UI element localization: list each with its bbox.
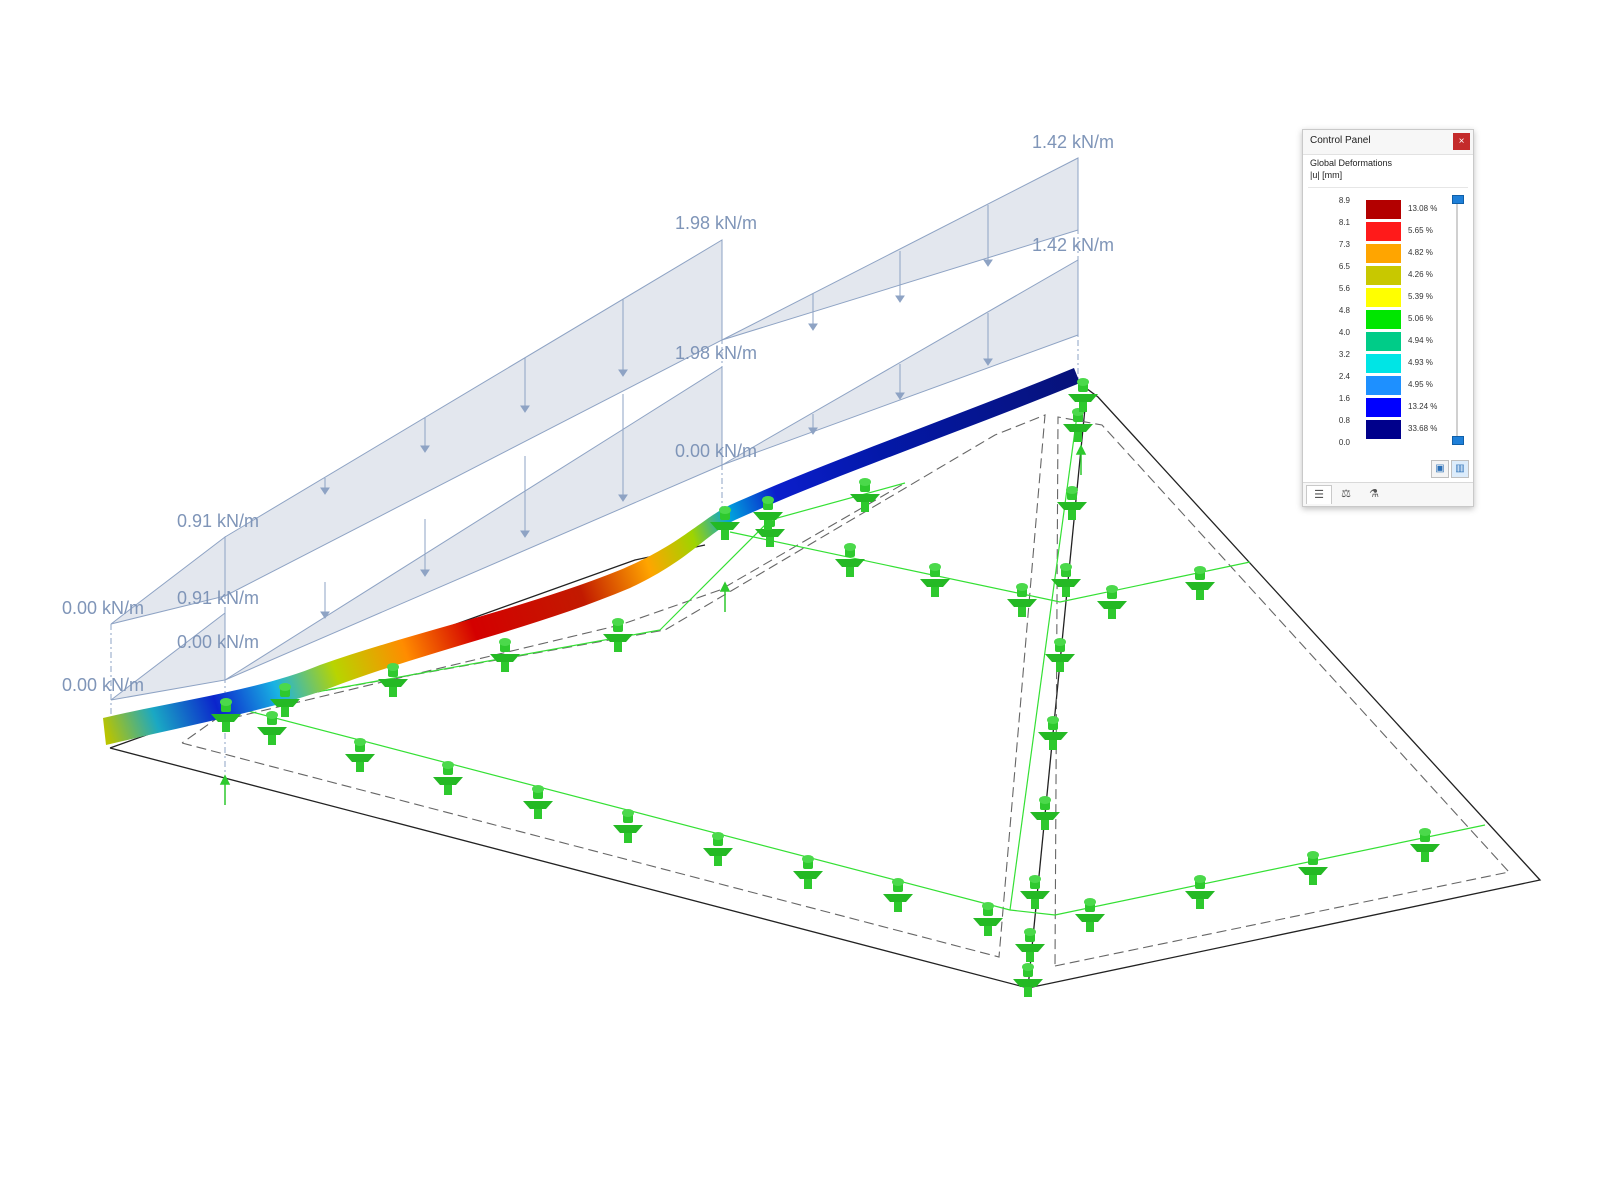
legend-swatch — [1366, 420, 1401, 439]
legend-swatch — [1366, 244, 1401, 263]
load-label: 0.00 kN/m — [675, 441, 757, 461]
legend-tick: 4.0 — [1338, 328, 1350, 337]
control-panel-tabs: ☰ ⚖ ⚗ — [1303, 482, 1473, 506]
load-label: 0.00 kN/m — [177, 632, 259, 652]
close-button[interactable]: × — [1453, 133, 1470, 150]
load-diagrams — [110, 157, 1079, 780]
color-scale-icon[interactable]: ▥ — [1451, 460, 1469, 478]
legend-tab-icon[interactable]: ☰ — [1306, 485, 1332, 504]
legend-slider-max-handle[interactable] — [1452, 195, 1464, 204]
control-panel-titlebar[interactable]: Control Panel × — [1303, 130, 1473, 155]
legend-tick: 0.0 — [1338, 438, 1350, 447]
legend-tick: 5.6 — [1338, 284, 1350, 293]
deformed-beam[interactable] — [103, 368, 1080, 745]
load-label: 1.42 kN/m — [1032, 235, 1114, 255]
legend-percent: 4.95 % — [1408, 380, 1433, 389]
control-panel-title: Control Panel — [1310, 135, 1371, 146]
load-label: 0.00 kN/m — [62, 675, 144, 695]
legend-swatch — [1366, 332, 1401, 351]
legend-percent: 33.68 % — [1408, 424, 1438, 433]
result-type-heading: Global Deformations — [1310, 158, 1393, 168]
legend-tick: 0.8 — [1338, 416, 1350, 425]
legend-percent: 13.24 % — [1408, 402, 1438, 411]
legend-tick: 4.8 — [1338, 306, 1350, 315]
balance-tab-icon[interactable]: ⚖ — [1341, 488, 1351, 500]
load-label: 0.91 kN/m — [177, 588, 259, 608]
legend-tick: 8.9 — [1338, 196, 1350, 205]
legend-swatch — [1366, 288, 1401, 307]
legend-swatch — [1366, 222, 1401, 241]
legend-tick: 7.3 — [1338, 240, 1350, 249]
legend-slider-track[interactable] — [1456, 198, 1458, 438]
legend-swatch — [1366, 398, 1401, 417]
legend-tick: 6.5 — [1338, 262, 1350, 271]
legend-percent: 4.94 % — [1408, 336, 1433, 345]
load-label: 0.00 kN/m — [62, 598, 144, 618]
filter-tab-icon[interactable]: ⚗ — [1369, 488, 1379, 500]
load-labels: 1.42 kN/m 1.42 kN/m 1.98 kN/m 1.98 kN/m … — [62, 132, 1114, 695]
dashed-outline — [181, 414, 1511, 967]
legend-swatch — [1366, 310, 1401, 329]
legend-tick: 3.2 — [1338, 350, 1350, 359]
support-arrows — [219, 444, 1087, 805]
legend-swatch — [1366, 354, 1401, 373]
legend-swatch — [1366, 376, 1401, 395]
legend-swatch — [1366, 200, 1401, 219]
legend-percent: 4.93 % — [1408, 358, 1433, 367]
load-label: 0.91 kN/m — [177, 511, 259, 531]
legend-percent: 5.65 % — [1408, 226, 1433, 235]
legend-tick: 1.6 — [1338, 394, 1350, 403]
legend-percent: 5.39 % — [1408, 292, 1433, 301]
control-panel-buttons: ▣ ▥ — [1303, 460, 1473, 478]
control-panel[interactable]: Control Panel × Global Deformations |u| … — [1302, 129, 1474, 507]
load-label: 1.98 kN/m — [675, 213, 757, 233]
export-icon[interactable]: ▣ — [1431, 460, 1449, 478]
result-units: |u| [mm] — [1310, 170, 1343, 180]
load-label: 1.98 kN/m — [675, 343, 757, 363]
legend-tick: 8.1 — [1338, 218, 1350, 227]
load-label: 1.42 kN/m — [1032, 132, 1114, 152]
legend-percent: 4.82 % — [1408, 248, 1433, 257]
color-legend: 8.9 8.1 7.3 6.5 5.6 4.8 4.0 3.2 2.4 1.6 … — [1308, 187, 1468, 458]
legend-percent: 4.26 % — [1408, 270, 1433, 279]
legend-tick: 2.4 — [1338, 372, 1350, 381]
legend-percent: 13.08 % — [1408, 204, 1438, 213]
legend-slider-min-handle[interactable] — [1452, 436, 1464, 445]
legend-percent: 5.06 % — [1408, 314, 1433, 323]
legend-swatch — [1366, 266, 1401, 285]
support-lines — [232, 407, 1486, 916]
